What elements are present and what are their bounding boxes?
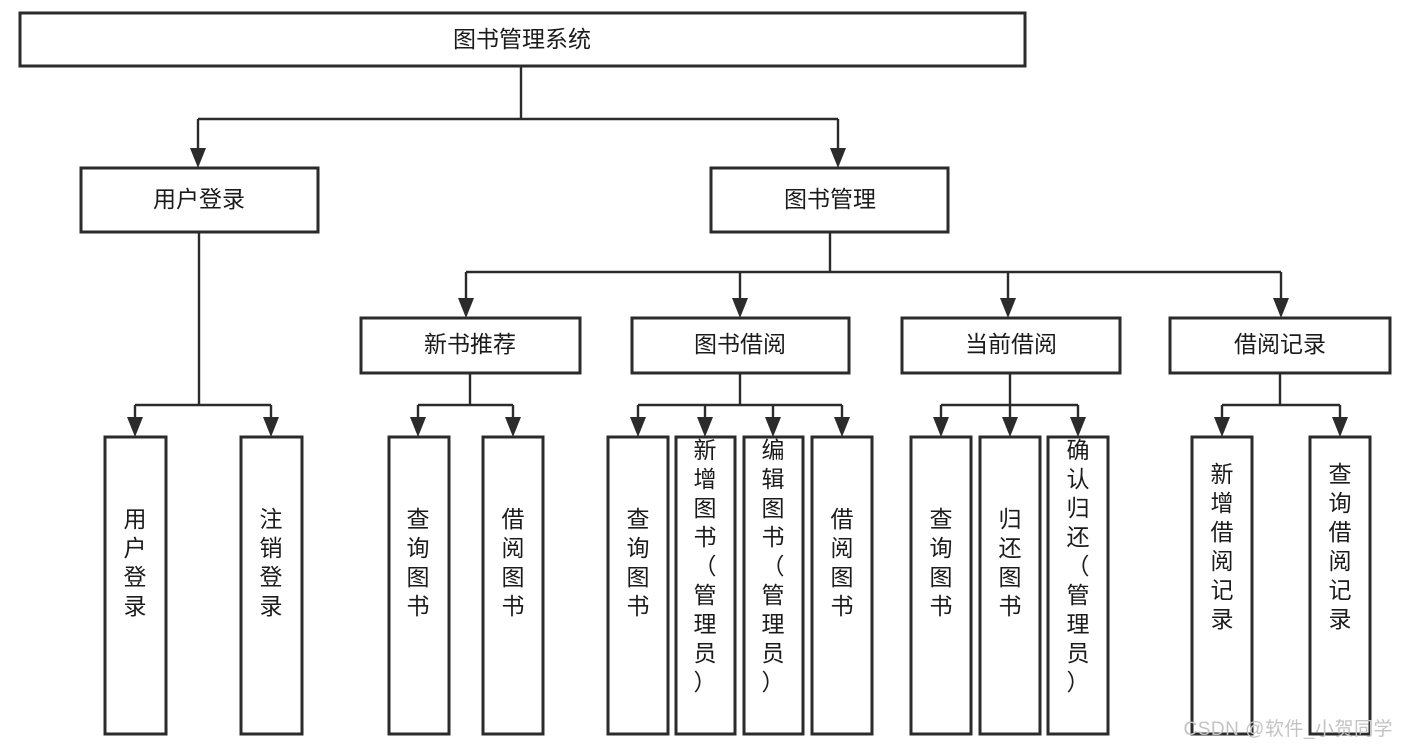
leaf-node-currentborrow-confirm[interactable]: 确认归还（管理员） — [1046, 435, 1110, 736]
connector-group-newbook-to-leaves — [410, 373, 521, 437]
leaf-box — [239, 435, 304, 736]
leaf-node-bookborrow-edit[interactable]: 编辑图书（管理员） — [742, 435, 805, 736]
leaf-label-vertical: 查询图书 — [930, 506, 953, 619]
leaf-box — [978, 435, 1042, 736]
connector-group-bookborrow-to-leaves — [630, 373, 850, 437]
arrow-head-icon — [933, 417, 949, 437]
leaf-node-currentborrow-query[interactable]: 查询图书 — [909, 435, 973, 736]
arrow-head-icon — [732, 298, 748, 318]
connector-group-userlogin-to-leaves — [127, 232, 279, 437]
leaf-box — [1046, 435, 1110, 736]
connector-group-currentborrow-to-leaves — [933, 373, 1086, 437]
node-book-borrow[interactable]: 图书借阅 — [630, 316, 851, 375]
node-label-book-management: 图书管理 — [784, 186, 876, 212]
arrow-head-icon — [830, 148, 846, 168]
leaf-node-bookborrow-borrow[interactable]: 借阅图书 — [810, 435, 874, 736]
node-label-root: 图书管理系统 — [453, 26, 591, 52]
leaf-box — [1190, 435, 1254, 736]
leaf-node-user-login-login[interactable]: 用户登录 — [103, 435, 168, 736]
node-label-current-borrow: 当前借阅 — [965, 331, 1057, 357]
leaf-box — [674, 435, 737, 736]
connector-newbook-split — [416, 373, 515, 420]
connector-borrowrecord-split — [1220, 373, 1342, 420]
node-current-borrow[interactable]: 当前借阅 — [900, 316, 1122, 375]
leaf-label-vertical: 用户登录 — [124, 506, 147, 619]
node-borrow-record[interactable]: 借阅记录 — [1168, 316, 1392, 375]
leaf-node-borrowrecord-query[interactable]: 查询借阅记录 — [1308, 435, 1372, 736]
leaf-label-vertical: 借阅图书 — [831, 506, 854, 619]
connector-group-booksmgmt-to-level3 — [458, 232, 1289, 318]
leaf-label-vertical: 归还图书 — [999, 506, 1022, 619]
node-box-user-login — [79, 166, 320, 234]
connector-userlogin-split — [133, 232, 273, 420]
arrow-head-icon — [127, 417, 143, 437]
leaf-label-vertical: 新增借阅记录 — [1211, 461, 1234, 632]
node-label-new-book-recommend: 新书推荐 — [424, 331, 516, 357]
node-new-book-recommend[interactable]: 新书推荐 — [359, 316, 582, 375]
connector-books-split — [464, 232, 1283, 302]
leaf-box — [810, 435, 874, 736]
leaf-label-vertical: 查询图书 — [627, 506, 650, 619]
leaf-label-vertical: 查询借阅记录 — [1329, 461, 1352, 632]
connector-group-root-to-level2 — [190, 66, 846, 168]
leaf-node-newbook-borrow[interactable]: 借阅图书 — [481, 435, 545, 736]
arrow-head-icon — [1214, 417, 1230, 437]
node-root-system[interactable]: 图书管理系统 — [18, 11, 1027, 68]
arrow-head-icon — [630, 417, 646, 437]
leaf-node-bookborrow-add[interactable]: 新增图书（管理员） — [674, 435, 737, 736]
leaf-label-vertical: 新增图书（管理员） — [694, 437, 717, 695]
arrow-head-icon — [410, 417, 426, 437]
node-label-borrow-record: 借阅记录 — [1234, 331, 1326, 357]
arrow-head-icon — [1070, 417, 1086, 437]
arrow-head-icon — [1002, 417, 1018, 437]
node-label-book-borrow: 图书借阅 — [694, 331, 786, 357]
leaf-box — [1308, 435, 1372, 736]
leaf-box — [909, 435, 973, 736]
node-book-management[interactable]: 图书管理 — [709, 166, 950, 234]
arrow-head-icon — [834, 417, 850, 437]
leaf-box — [606, 435, 670, 736]
leaf-node-newbook-query[interactable]: 查询图书 — [387, 435, 451, 736]
leaf-node-bookborrow-query[interactable]: 查询图书 — [606, 435, 670, 736]
leaf-label-vertical: 编辑图书（管理员） — [762, 437, 785, 695]
leaf-label-vertical: 注销登录 — [260, 506, 283, 619]
leaf-node-currentborrow-return[interactable]: 归还图书 — [978, 435, 1042, 736]
arrow-head-icon — [190, 148, 206, 168]
leaf-box — [103, 435, 168, 736]
node-box-borrow-record — [1168, 316, 1392, 375]
connector-group-borrowrecord-to-leaves — [1214, 373, 1348, 437]
leaf-box — [481, 435, 545, 736]
arrow-head-icon — [765, 417, 781, 437]
leaf-box — [387, 435, 451, 736]
connector-root-split — [196, 66, 840, 152]
connector-bookborrow-split — [636, 373, 844, 420]
arrow-head-icon — [263, 417, 279, 437]
leaf-box — [742, 435, 805, 736]
node-user-login[interactable]: 用户登录 — [79, 166, 320, 234]
arrow-head-icon — [505, 417, 521, 437]
arrow-head-icon — [697, 417, 713, 437]
node-label-user-login: 用户登录 — [153, 186, 245, 212]
node-box-current-borrow — [900, 316, 1122, 375]
leaf-label-vertical: 查询图书 — [407, 506, 430, 619]
node-box-root — [18, 11, 1027, 68]
watermark-text: CSDN @软件_小贺同学 — [1183, 719, 1393, 740]
node-box-new-book-recommend — [359, 316, 582, 375]
node-box-book-management — [709, 166, 950, 234]
leaf-node-user-login-logout[interactable]: 注销登录 — [239, 435, 304, 736]
leaf-label-vertical: 借阅图书 — [502, 506, 525, 619]
node-box-book-borrow — [630, 316, 851, 375]
arrow-head-icon — [1273, 298, 1289, 318]
connector-currentborrow-split — [939, 373, 1080, 420]
arrow-head-icon — [458, 298, 474, 318]
leaf-label-vertical: 确认归还（管理员） — [1067, 437, 1090, 695]
arrow-head-icon — [1332, 417, 1348, 437]
arrow-head-icon — [1000, 298, 1016, 318]
leaf-node-borrowrecord-add[interactable]: 新增借阅记录 — [1190, 435, 1254, 736]
